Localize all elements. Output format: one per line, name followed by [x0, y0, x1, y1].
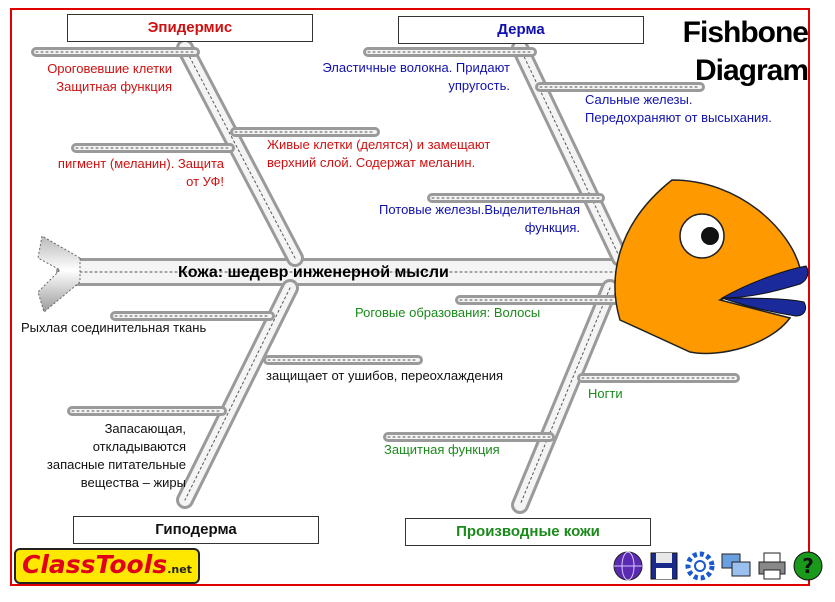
cause-derma-3[interactable]: Потовые железы.Выделительная функция. — [352, 201, 580, 237]
category-epidermis[interactable]: Эпидермис — [67, 14, 313, 42]
cause-text: упругость. — [448, 78, 510, 93]
cause-derivatives-1[interactable]: Роговые образования: Волосы — [355, 304, 595, 322]
cause-text: Рыхлая соединительная ткань — [21, 320, 207, 335]
fish-lower-lip — [721, 297, 807, 317]
classtools-logo[interactable]: ClassTools.net — [14, 548, 200, 584]
globe-icon[interactable] — [612, 550, 644, 582]
cause-hypodermis-1[interactable]: Рыхлая соединительная ткань — [21, 319, 241, 337]
cause-text: Живые клетки (делятся) и замещают — [267, 137, 491, 152]
settings-icon[interactable] — [684, 550, 716, 582]
cause-text: защищает от ушибов, переохлаждения — [266, 368, 504, 383]
derma-bone-stitch — [519, 47, 621, 259]
fish-head — [614, 179, 801, 355]
cause-epidermis-3[interactable]: пигмент (меланин). Защита от УФ! — [14, 155, 224, 191]
cause-text: Защитная функция — [384, 442, 500, 457]
cause-hypodermis-2[interactable]: защищает от ушибов, переохлаждения — [266, 367, 536, 385]
cause-hypodermis-3[interactable]: Запасающая, откладываются запасные питат… — [20, 420, 186, 492]
cause-text: функция. — [524, 220, 580, 235]
cause-text: Защитная функция — [56, 79, 172, 94]
cause-text: Ногти — [588, 386, 623, 401]
printer-icon[interactable] — [756, 550, 788, 582]
svg-text:?: ? — [802, 554, 814, 578]
cause-derma-1[interactable]: Эластичные волокна. Придают упругость. — [296, 59, 510, 95]
cause-text: Эластичные волокна. Придают — [322, 60, 510, 75]
logo-suffix: .net — [167, 563, 192, 576]
epidermis-bone-stitch — [184, 47, 296, 259]
fish-pupil — [701, 227, 719, 245]
category-hypodermis[interactable]: Гиподерма — [73, 516, 319, 544]
screens-icon[interactable] — [720, 550, 752, 582]
cause-derivatives-3[interactable]: Защитная функция — [384, 441, 544, 459]
fish-upper-lip — [720, 265, 809, 299]
cause-epidermis-1[interactable]: Ороговевшие клетки Защитная функция — [14, 60, 172, 96]
cause-text: откладываются — [92, 439, 186, 454]
cause-text: вещества – жиры — [80, 475, 186, 490]
cause-text: Ороговевшие клетки — [47, 61, 172, 76]
title-line-1: Fishbone — [682, 16, 809, 49]
category-derma[interactable]: Дерма — [398, 16, 644, 44]
cause-text: от УФ! — [186, 174, 224, 189]
cause-text: Сальные железы. — [585, 92, 693, 107]
diagram-title: Fishbone Diagram — [648, 14, 809, 90]
hypodermis-bone-stitch — [184, 287, 291, 501]
cause-text: Роговые образования: Волосы — [355, 305, 541, 320]
save-icon[interactable] — [648, 550, 680, 582]
logo-text: ClassTools — [22, 550, 168, 579]
title-line-2: Diagram — [694, 54, 809, 87]
cause-text: Передохраняют от высыхания. — [585, 110, 772, 125]
cause-text: запасные питательные — [46, 457, 186, 472]
cause-text: Запасающая, — [104, 421, 186, 436]
cause-derivatives-2[interactable]: Ногти — [588, 385, 668, 403]
cause-text: Потовые железы.Выделительная — [378, 202, 580, 217]
cause-epidermis-2[interactable]: Живые клетки (делятся) и замещают верхни… — [267, 136, 557, 172]
cause-text: верхний слой. Содержат меланин. — [267, 155, 476, 170]
cause-derma-2[interactable]: Сальные железы. Передохраняют от высыхан… — [585, 91, 800, 127]
spine-label: Кожа: шедевр инженерной мысли — [178, 264, 449, 281]
cause-text: пигмент (меланин). Защита — [57, 156, 224, 171]
derivatives-bone-stitch — [519, 287, 611, 506]
fish-tail — [37, 235, 81, 313]
diagram-frame — [10, 8, 810, 586]
category-derivatives[interactable]: Производные кожи — [405, 518, 651, 546]
toolbar: ? — [612, 550, 824, 584]
help-icon[interactable]: ? — [792, 550, 824, 582]
